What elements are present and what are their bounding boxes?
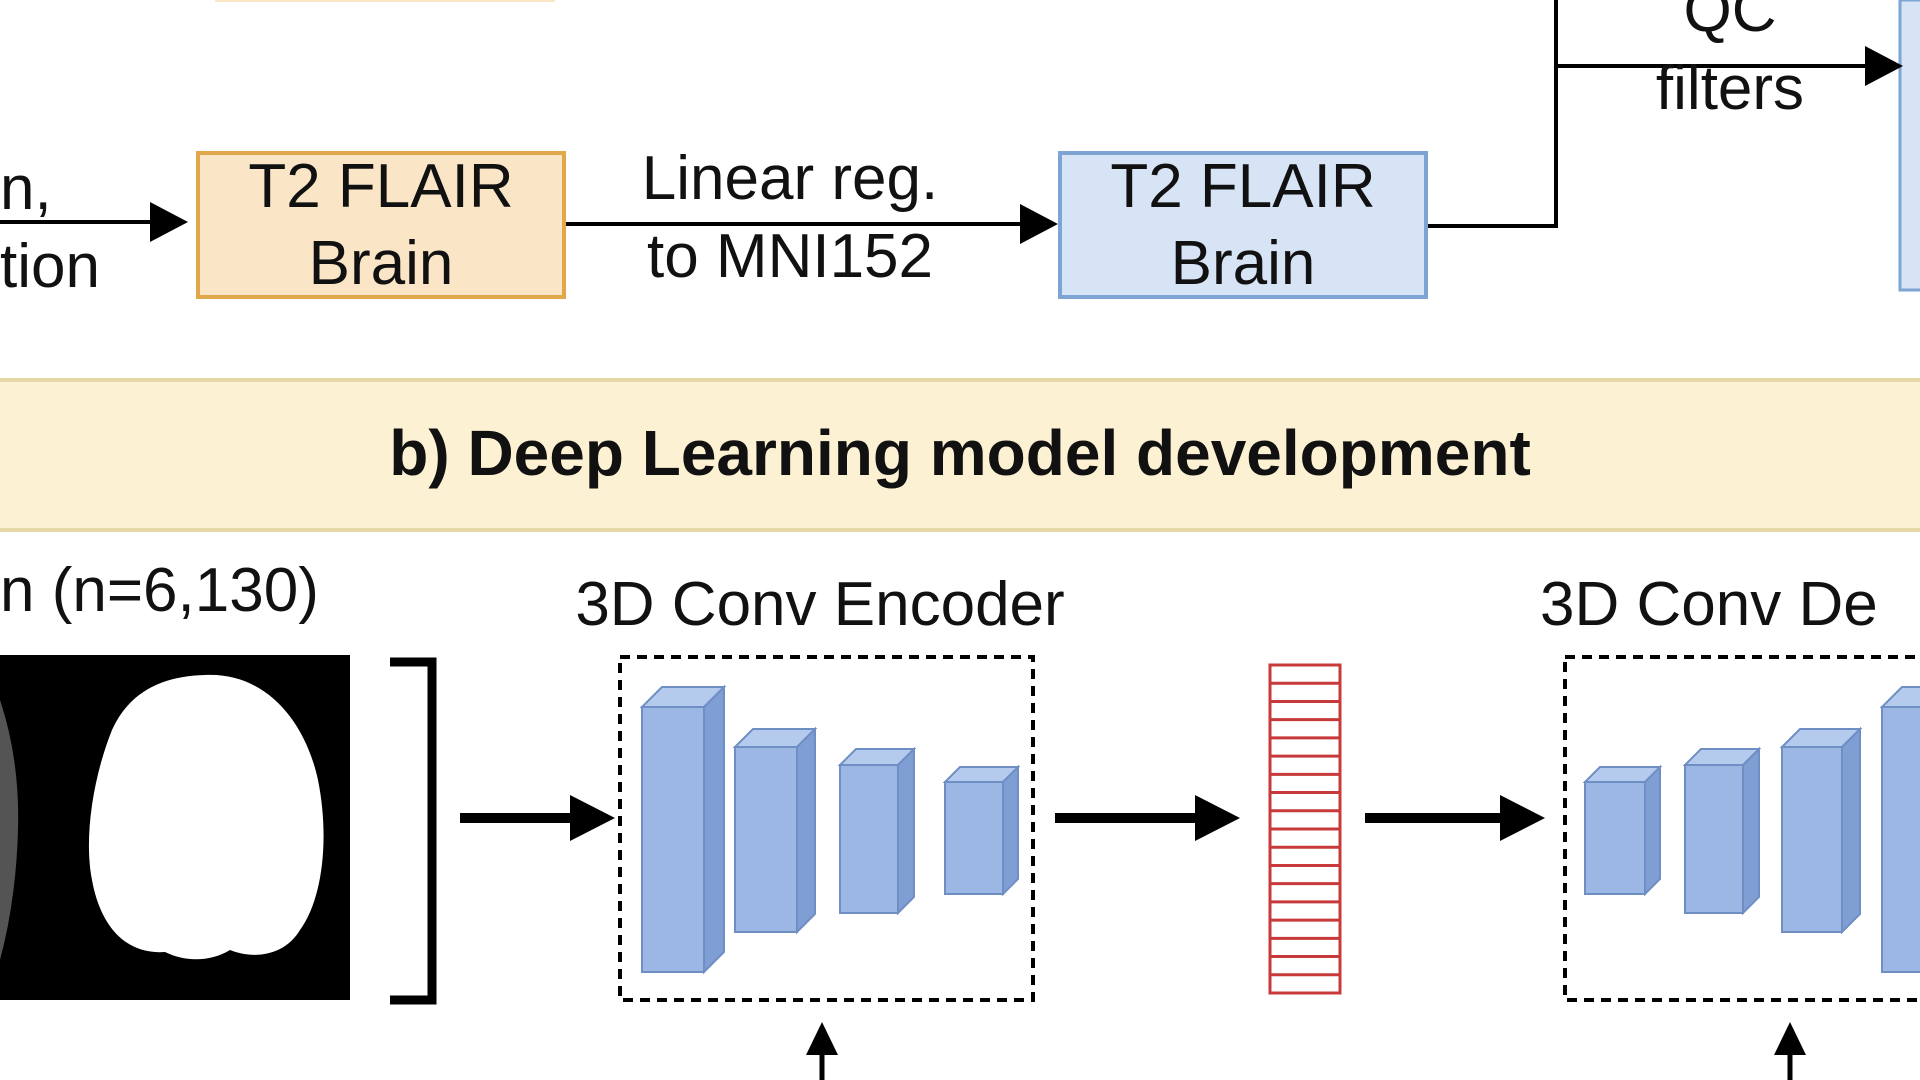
brain-mask xyxy=(88,674,324,960)
encoder-block-4 xyxy=(942,764,1021,897)
cut-box-right xyxy=(1898,0,1920,292)
orange-box-line1: T2 FLAIR xyxy=(248,151,514,221)
decoder-block-3 xyxy=(1779,726,1863,935)
t2-flair-brain-mni-box: T2 FLAIR Brain xyxy=(1058,151,1428,299)
decoder-block-2 xyxy=(1682,746,1762,916)
section-b-banner xyxy=(0,378,1920,532)
left-arrow-label-line2: tion xyxy=(0,231,100,301)
decoder-block-1 xyxy=(1582,764,1663,897)
latent-vector xyxy=(1268,663,1342,995)
arrow-linear-reg-head xyxy=(1020,204,1058,244)
encoder-label: 3D Conv Encoder xyxy=(575,570,1065,639)
cut-box-top-left xyxy=(215,0,555,2)
orange-box-line2: Brain xyxy=(308,229,454,298)
encoder-box xyxy=(618,655,1035,1002)
connector-to-qc xyxy=(1428,0,1558,228)
blue-box-line2: Brain xyxy=(1170,229,1316,298)
arrow-to-latent-head xyxy=(1195,795,1240,841)
mri-slice-edge xyxy=(0,700,19,960)
qc-line2: filters xyxy=(1655,53,1805,123)
linear-reg-line2: to MNI152 xyxy=(646,221,934,291)
qc-line1: QC xyxy=(1683,0,1777,45)
left-arrow-label-line1: n, xyxy=(0,154,52,223)
qc-filters-label: QC filters xyxy=(1600,0,1860,127)
decoder-label: 3D Conv De xyxy=(1540,570,1878,639)
decoder-blocks xyxy=(1582,686,1920,973)
encoder-block-1 xyxy=(639,684,727,975)
linear-reg-label: Linear reg. to MNI152 xyxy=(600,140,980,295)
section-b-title: b) Deep Learning model development xyxy=(389,417,1531,489)
blue-box-line1: T2 FLAIR xyxy=(1110,151,1376,221)
decoder-block-4 xyxy=(1879,686,1920,973)
encoder-block-2 xyxy=(732,726,818,935)
arrow-to-encoder-head xyxy=(570,795,615,841)
arrow-to-decoder-head xyxy=(1500,795,1545,841)
arrow-qc-head xyxy=(1865,46,1903,86)
decoder-input-arrow-head xyxy=(1774,1022,1806,1055)
encoder-block-3 xyxy=(837,746,917,916)
input-bracket xyxy=(390,657,437,1005)
arrow-into-orange-head xyxy=(150,202,188,242)
encoder-input-arrow-head xyxy=(806,1022,838,1055)
encoder-blocks xyxy=(639,684,1021,975)
training-set-label: n (n=6,130) xyxy=(0,556,319,625)
left-arrow-label: n, tion xyxy=(0,150,110,305)
t2-flair-brain-native-box: T2 FLAIR Brain xyxy=(196,151,566,299)
linear-reg-line1: Linear reg. xyxy=(641,144,939,213)
